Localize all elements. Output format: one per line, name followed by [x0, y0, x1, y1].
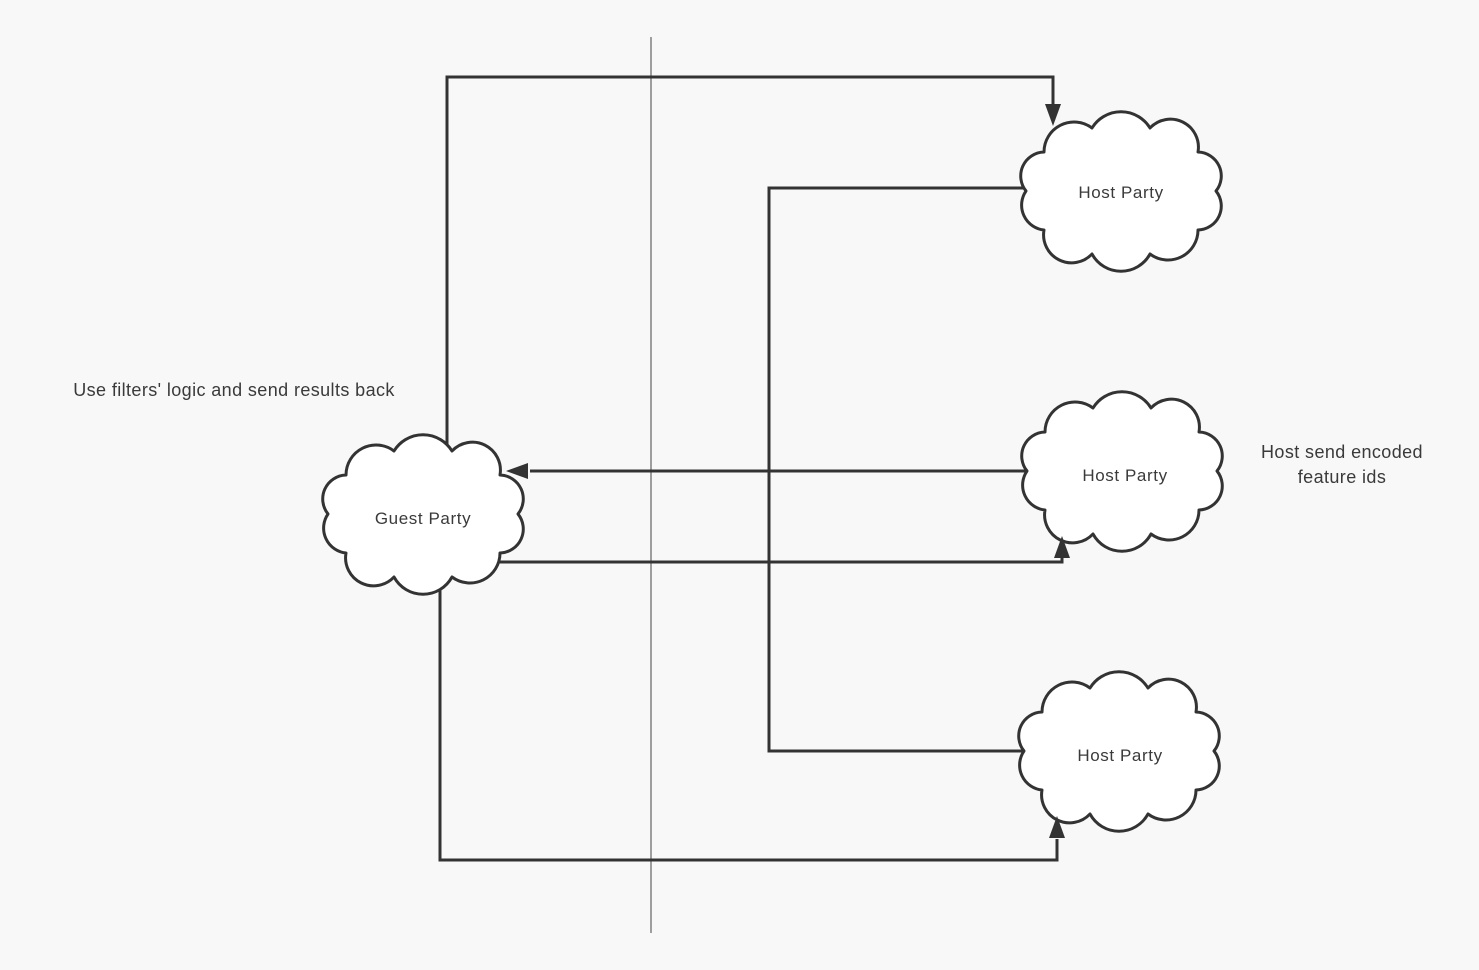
arrowhead-down-into-host-top [1045, 104, 1061, 126]
connector-guest-to-host-top[interactable] [445, 75, 1055, 455]
arrowhead-up-into-host-mid [1054, 536, 1070, 558]
connector-guest-to-host-bottom[interactable] [438, 575, 1059, 862]
connector-guest-to-host-mid[interactable] [480, 558, 1064, 564]
annotation-host-send-encoded-line2[interactable]: feature ids [1298, 467, 1386, 487]
guest-party-label: Guest Party [375, 509, 471, 528]
arrowhead-left-into-guest [506, 463, 528, 479]
annotation-host-send-encoded-line1[interactable]: Host send encoded [1261, 442, 1423, 462]
annotation-use-filters-logic[interactable]: Use filters' logic and send results back [73, 380, 395, 400]
host-party-middle-label: Host Party [1082, 466, 1167, 485]
host-party-top-label: Host Party [1078, 183, 1163, 202]
host-party-bottom-label: Host Party [1077, 746, 1162, 765]
arrowhead-up-into-host-bottom [1049, 816, 1065, 838]
